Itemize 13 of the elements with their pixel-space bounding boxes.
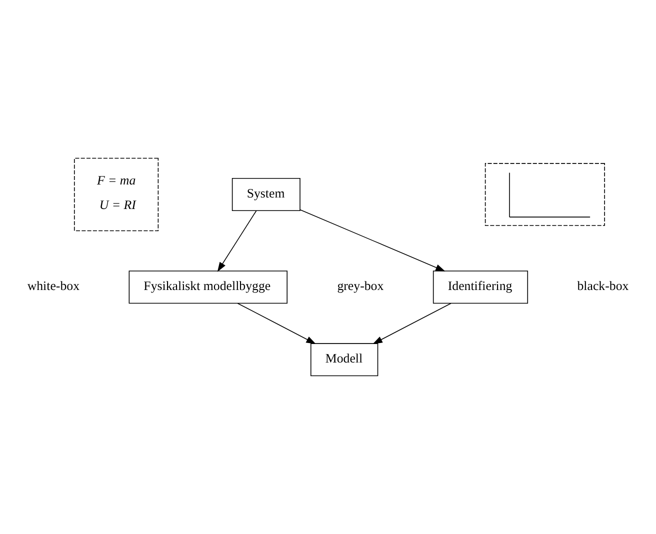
label: white-box [27, 279, 80, 294]
node-box: Fysikaliskt modellbygge [128, 270, 288, 304]
node-box: F = ma U = RI [74, 158, 159, 232]
arrow [300, 209, 446, 272]
node-picture [484, 163, 605, 226]
node-box: System [232, 178, 300, 211]
arrow [217, 210, 257, 272]
label: grey-box [337, 279, 384, 294]
label: black-box [577, 279, 629, 294]
node-box: Modell [310, 343, 378, 376]
node-box: Identifiering [432, 270, 528, 304]
arrow [237, 302, 316, 344]
arrow [372, 302, 452, 344]
